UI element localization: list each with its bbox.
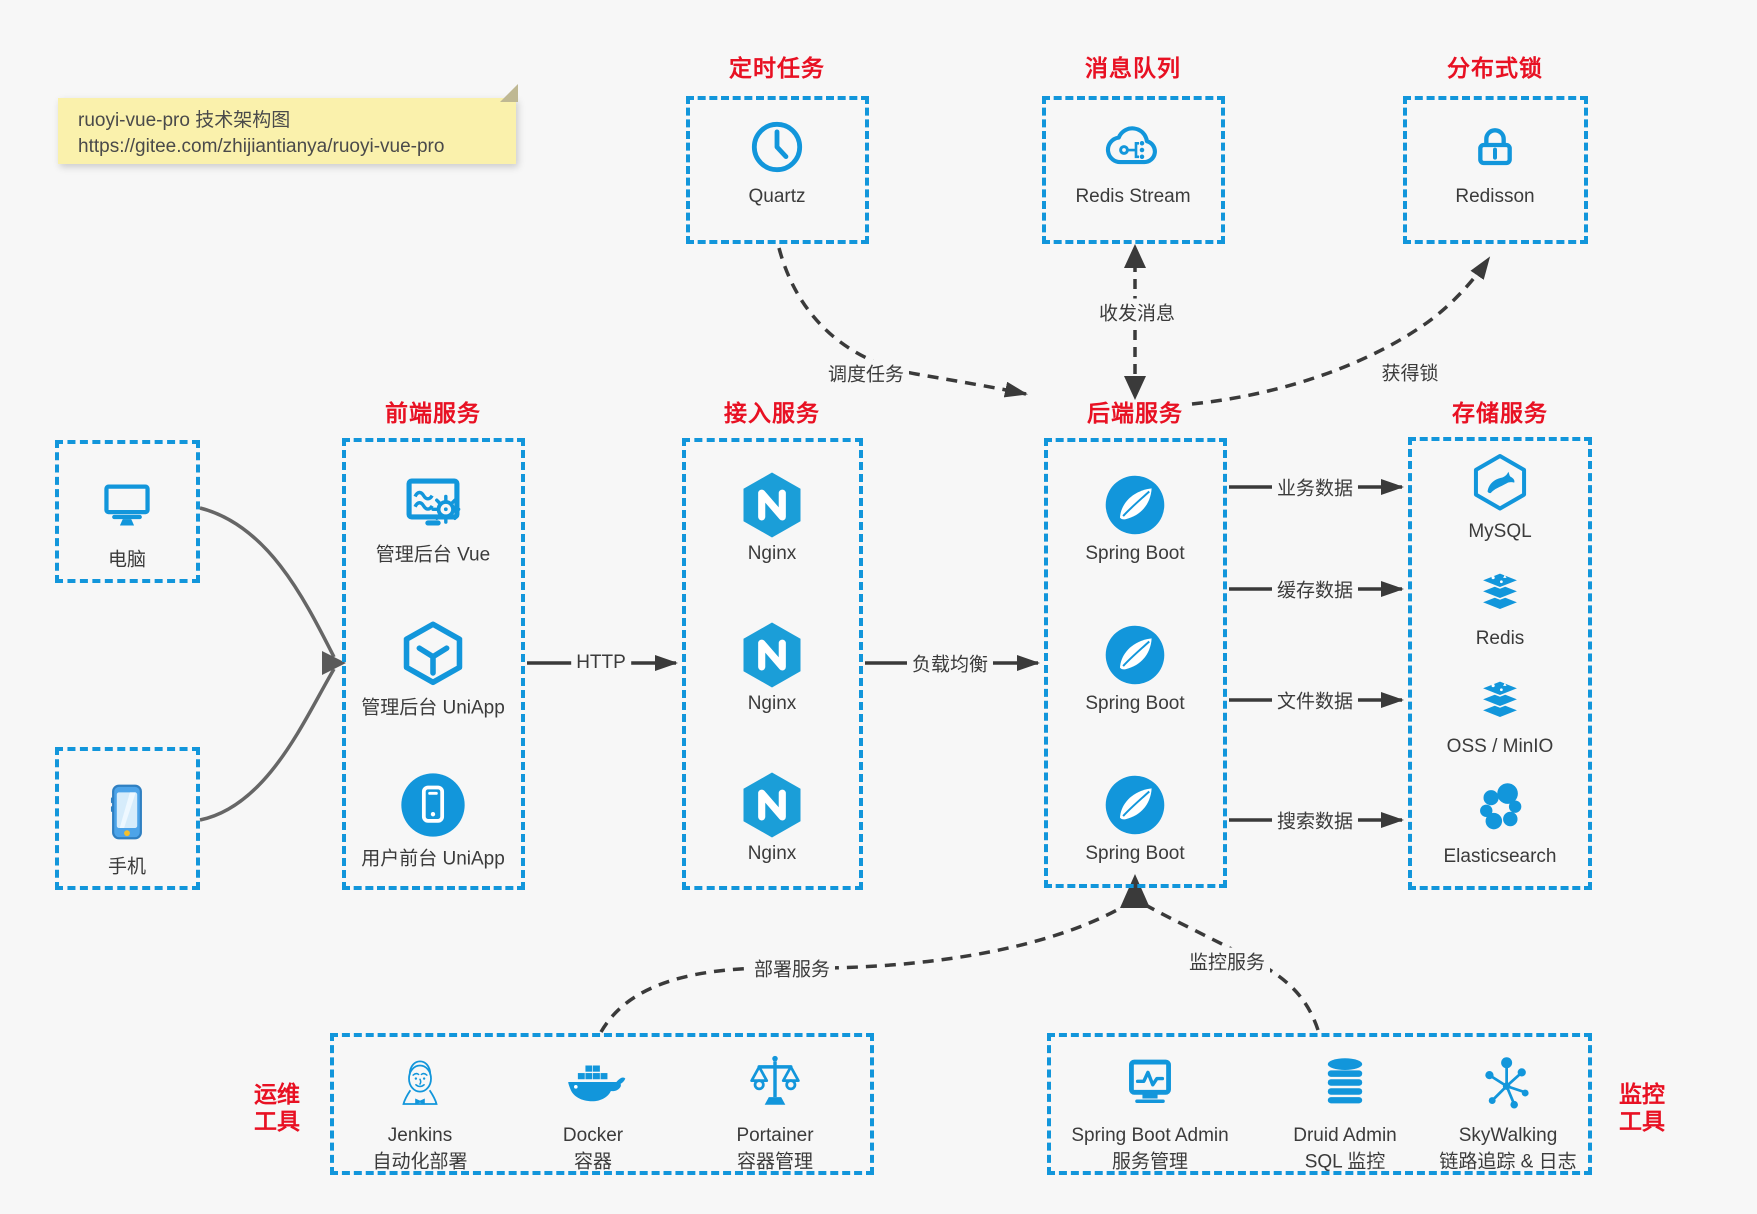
quartz-box xyxy=(686,96,869,244)
skywalking-icon xyxy=(1475,1049,1541,1115)
frontend-box xyxy=(342,438,525,890)
file-data-edge-label: 文件数据 xyxy=(1271,686,1359,714)
business-data-edge-label: 业务数据 xyxy=(1271,473,1359,501)
nginx-icon xyxy=(734,767,810,843)
search-data-edge-label: 搜索数据 xyxy=(1271,806,1359,834)
oss-minio-label: OSS / MinIO xyxy=(1446,736,1554,757)
redis-label: Redis xyxy=(1475,628,1525,649)
elasticsearch-label: Elasticsearch xyxy=(1443,846,1557,867)
spring-boot-icon xyxy=(1097,767,1173,843)
docker-sub-label: 容器 xyxy=(573,1151,613,1173)
docker-icon xyxy=(560,1049,626,1115)
schedule-edge-label: 调度任务 xyxy=(822,359,910,387)
admin-uniapp-label: 管理后台 UniApp xyxy=(361,697,505,719)
mysql-icon xyxy=(1465,448,1535,518)
nginx-icon xyxy=(734,467,810,543)
phone-box xyxy=(55,747,200,890)
note-title: ruoyi-vue-pro 技术架构图 xyxy=(78,110,291,131)
spring-boot-admin-sub-label: 服务管理 xyxy=(1111,1151,1189,1173)
redisson-box xyxy=(1403,96,1588,244)
column-title-storage: 存储服务 xyxy=(1452,400,1548,426)
nginx-label: Nginx xyxy=(747,543,797,564)
smartphone-icon xyxy=(92,777,162,847)
ops-tools-title-line1: 运维 xyxy=(254,1081,300,1107)
mysql-label: MySQL xyxy=(1468,521,1532,542)
nginx-label: Nginx xyxy=(747,843,797,864)
docker-label: Docker xyxy=(562,1125,624,1146)
storage-box xyxy=(1408,437,1592,890)
oss-minio-icon xyxy=(1467,667,1533,733)
desktop-icon xyxy=(93,471,161,539)
http-edge-label: HTTP xyxy=(571,652,631,674)
spring-boot-icon xyxy=(1097,467,1173,543)
cloud-stream-icon xyxy=(1097,111,1169,183)
nginx-label: Nginx xyxy=(747,693,797,714)
edge-phone-to-frontend xyxy=(199,668,336,822)
edge-desktop-to-frontend xyxy=(199,506,336,658)
redis-stream-box xyxy=(1042,96,1225,244)
skywalking-label: SkyWalking xyxy=(1458,1125,1558,1146)
group-title-message-queue: 消息队列 xyxy=(1085,55,1181,81)
redisson-label: Redisson xyxy=(1455,186,1535,207)
phone-label: 手机 xyxy=(107,856,147,878)
admin-vue-icon xyxy=(392,464,474,546)
desktop-box xyxy=(55,440,200,583)
jenkins-sub-label: 自动化部署 xyxy=(372,1151,468,1173)
admin-vue-label: 管理后台 Vue xyxy=(375,544,491,566)
skywalking-sub-label: 链路追踪 & 日志 xyxy=(1439,1151,1577,1173)
spring-boot-icon xyxy=(1097,617,1173,693)
redis-icon xyxy=(1467,559,1533,625)
quartz-label: Quartz xyxy=(748,186,806,207)
sticky-note: ruoyi-vue-pro 技术架构图 https://gitee.com/zh… xyxy=(58,84,518,164)
edge-deploy xyxy=(599,903,1127,1033)
backend-box xyxy=(1044,438,1227,888)
portainer-icon xyxy=(742,1049,808,1115)
elasticsearch-icon xyxy=(1467,775,1533,841)
druid-icon xyxy=(1312,1049,1378,1115)
monitoring-tools-box xyxy=(1047,1033,1592,1175)
ops-tools-box xyxy=(330,1033,874,1175)
spring-boot-label: Spring Boot xyxy=(1085,693,1185,714)
spring-boot-admin-label: Spring Boot Admin xyxy=(1071,1125,1229,1146)
group-title-scheduled-task: 定时任务 xyxy=(729,55,825,81)
column-title-access: 接入服务 xyxy=(724,400,820,426)
cache-data-edge-label: 缓存数据 xyxy=(1271,575,1359,603)
spring-boot-label: Spring Boot xyxy=(1085,843,1185,864)
group-title-distributed-lock: 分布式锁 xyxy=(1447,55,1543,81)
column-title-backend: 后端服务 xyxy=(1087,400,1183,426)
spring-boot-admin-icon xyxy=(1117,1049,1183,1115)
druid-sub-label: SQL 监控 xyxy=(1304,1151,1386,1173)
monitoring-tools-title-line1: 监控 xyxy=(1619,1081,1665,1107)
user-uniapp-label: 用户前台 UniApp xyxy=(361,848,505,870)
load-balance-edge-label: 负载均衡 xyxy=(906,649,994,677)
edge-lock xyxy=(1191,256,1491,406)
monitor-edge-label: 监控服务 xyxy=(1183,947,1271,975)
uniapp-cube-icon xyxy=(392,614,474,696)
redis-stream-label: Redis Stream xyxy=(1075,186,1191,207)
desktop-label: 电脑 xyxy=(107,549,147,571)
message-edge-label: 收发消息 xyxy=(1093,298,1181,326)
monitoring-tools-title-line2: 工具 xyxy=(1619,1108,1665,1134)
deploy-edge-label: 部署服务 xyxy=(748,954,836,982)
ops-tools-title-line2: 工具 xyxy=(254,1108,300,1134)
access-box xyxy=(682,438,863,890)
user-app-icon xyxy=(393,765,473,845)
lock-icon xyxy=(1463,115,1527,179)
spring-boot-label: Spring Boot xyxy=(1085,543,1185,564)
nginx-icon xyxy=(734,617,810,693)
note-fold-corner xyxy=(500,84,518,102)
jenkins-label: Jenkins xyxy=(387,1125,453,1146)
note-url: https://gitee.com/zhijiantianya/ruoyi-vu… xyxy=(78,136,445,157)
druid-label: Druid Admin xyxy=(1293,1125,1397,1146)
lock-edge-label: 获得锁 xyxy=(1376,358,1444,386)
jenkins-icon xyxy=(387,1049,453,1115)
portainer-label: Portainer xyxy=(736,1125,814,1146)
portainer-sub-label: 容器管理 xyxy=(736,1151,814,1173)
column-title-frontend: 前端服务 xyxy=(385,400,481,426)
clock-icon xyxy=(744,114,810,180)
